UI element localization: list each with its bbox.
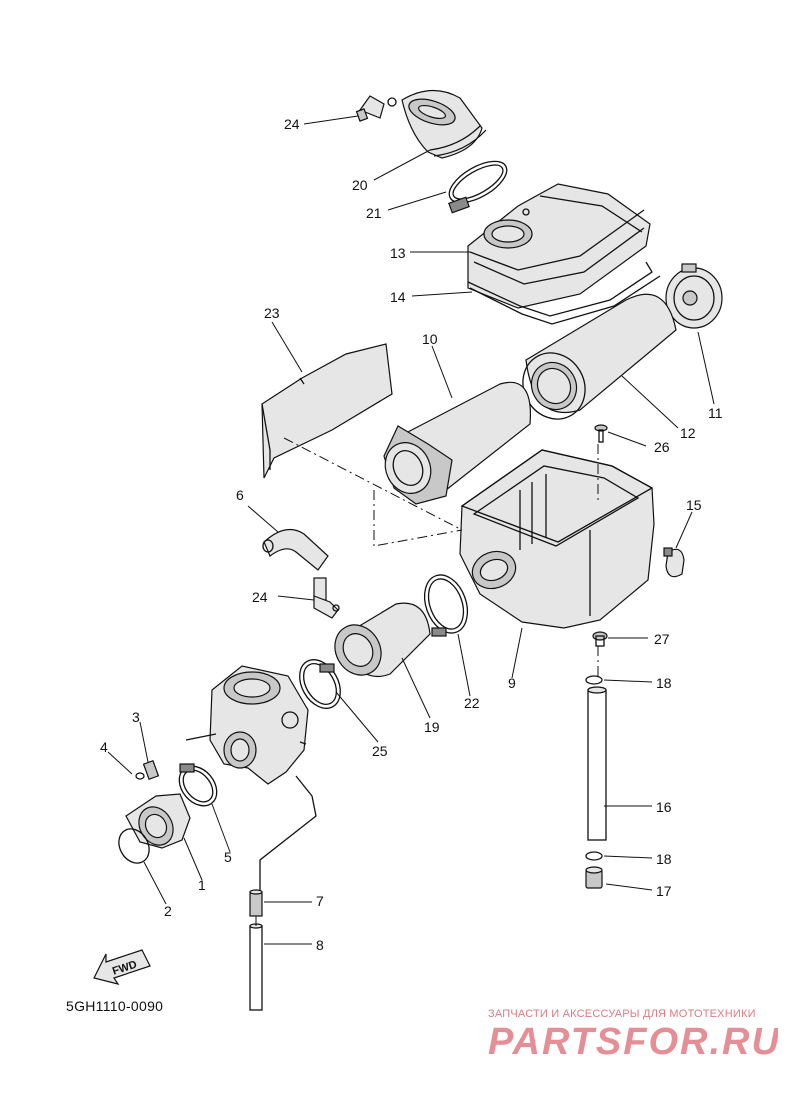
callout-15: 15 [686,497,702,513]
callout-24-top: 24 [284,116,300,132]
callout-20: 20 [352,177,368,193]
callout-7: 7 [316,893,324,909]
diagram-code: 5GH1110-0090 [66,998,164,1014]
callout-16: 16 [656,799,672,815]
watermark-logo-text: PARTSFOR.RU [488,1021,778,1063]
assembly-lines [255,437,599,926]
carburetor-assembly [185,665,317,894]
part-5-clamp [178,763,218,807]
callout-14: 14 [390,289,406,305]
callout-4: 4 [100,739,108,755]
part-9-air-box [459,449,655,629]
callout-12: 12 [680,425,696,441]
part-13-airbox-cap [467,183,651,309]
part-12-filter-element [522,293,677,420]
watermark-logo: PARTSFOR.RU [488,1021,778,1063]
callout-18-top: 18 [656,675,672,691]
part-8-pipe [249,923,263,1011]
callout-26: 26 [654,439,670,455]
callout-2: 2 [164,903,172,919]
watermark-tagline: ЗАПЧАСТИ И АКСЕССУАРЫ ДЛЯ МОТОТЕХНИКИ [488,1008,756,1020]
callout-9: 9 [508,675,516,691]
callout-labels: 24 20 21 13 14 23 10 11 12 26 15 6 24 27… [100,116,723,953]
part-16-drain-hose [587,686,607,841]
callout-23: 23 [264,305,280,321]
callout-22: 22 [464,695,480,711]
part-23-heat-shield [261,343,393,479]
part-24-mid-elbow [313,577,340,619]
part-26-screw [594,424,608,443]
callout-19: 19 [424,719,440,735]
fwd-arrow: FWD [93,949,151,985]
leader-lines [107,115,715,945]
part-27-drain-screw [592,631,608,647]
part-18-clip-top [585,675,603,685]
callout-1: 1 [198,877,206,893]
part-17-plug [585,866,603,889]
callout-27: 27 [654,631,670,647]
callout-24-mid: 24 [252,589,268,605]
part-20-intake-joint [401,89,487,159]
part-2-o-ring [118,828,150,864]
callout-17: 17 [656,883,672,899]
part-15-clip [663,547,685,578]
part-6-hose [262,528,329,571]
part-10-filter-frame [383,381,532,505]
callout-6: 6 [236,487,244,503]
part-11-end-cap [665,263,723,329]
part-7-fitting [249,889,263,917]
callout-10: 10 [422,331,438,347]
part-3-bolt [142,760,160,780]
callout-13: 13 [390,245,406,261]
part-18-clip-bottom [585,851,603,861]
part-25-clamp [299,659,341,709]
callout-18-bottom: 18 [656,851,672,867]
callout-8: 8 [316,937,324,953]
callout-11: 11 [708,405,723,421]
part-21-clamp [448,160,508,214]
part-24-top-elbow [355,95,397,122]
part-22-clamp [423,574,469,637]
part-19-joint [334,602,431,678]
callout-25: 25 [372,743,388,759]
part-1-carb-joint [125,793,191,849]
callout-3: 3 [132,709,140,725]
callout-21: 21 [366,205,382,221]
callout-5: 5 [224,849,232,865]
part-14-gasket [467,261,661,325]
part-4-washer [135,772,145,780]
